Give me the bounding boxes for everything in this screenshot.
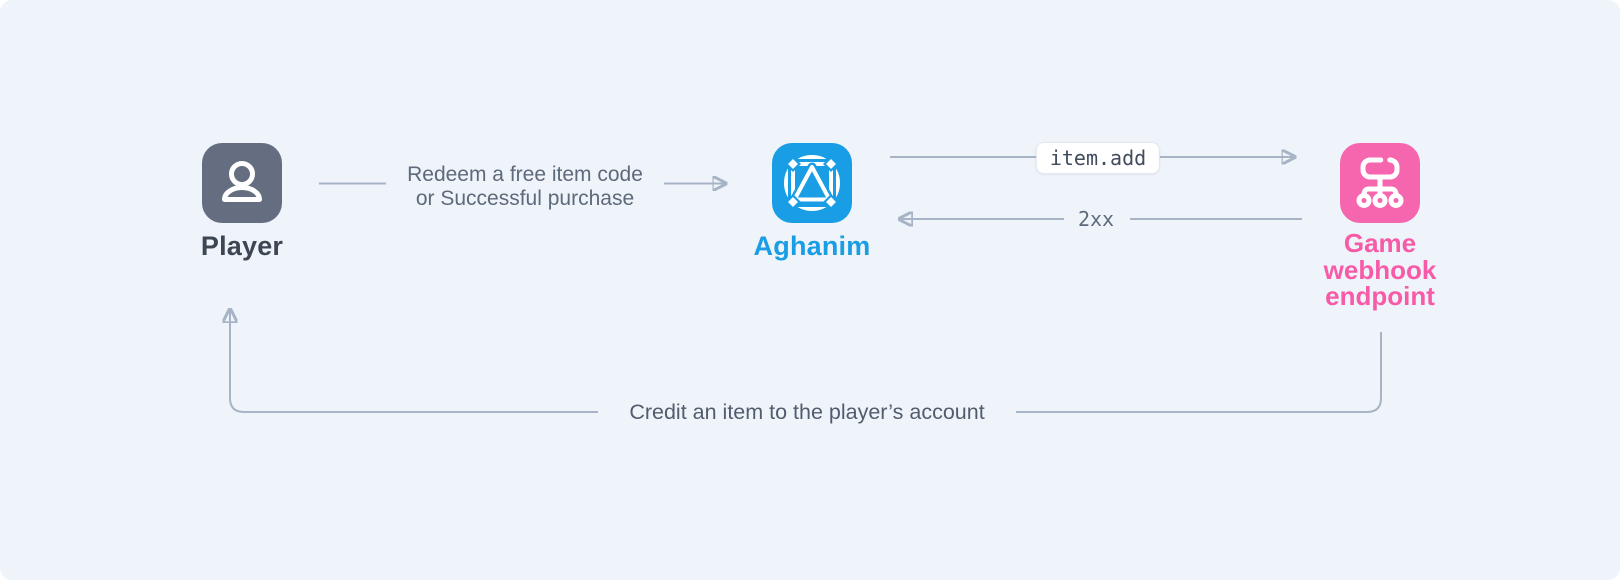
credit-edge-left-segment: [230, 310, 598, 413]
webhook-label-line1: Game: [1343, 228, 1417, 258]
response-edge-label: 2xx: [1077, 207, 1115, 231]
player-node-label: Player: [200, 231, 284, 261]
webhook-node-label: Game webhook endpoint: [1324, 230, 1437, 310]
webhook-tree-icon: [1356, 157, 1404, 208]
redeem-edge-label-line1: Redeem a free item code: [407, 163, 643, 186]
webhook-label-line3: endpoint: [1325, 281, 1435, 311]
credit-edge-right-segment: [1016, 332, 1382, 413]
webhook-label-line2: webhook: [1323, 254, 1437, 285]
item-add-event-chip: item.add: [1035, 142, 1161, 174]
redeem-edge-label-line2: or Successful purchase: [415, 187, 635, 210]
player-node: [202, 143, 282, 223]
redeem-edge-label: Redeem a free item code or Successful pu…: [407, 163, 643, 211]
aghanim-logo-icon: [784, 155, 840, 211]
webhook-node: [1340, 143, 1420, 223]
credit-edge-label: Credit an item to the player’s account: [629, 400, 985, 424]
aghanim-node-label: Aghanim: [753, 231, 871, 261]
user-icon: [222, 161, 262, 202]
aghanim-node: [772, 143, 852, 223]
